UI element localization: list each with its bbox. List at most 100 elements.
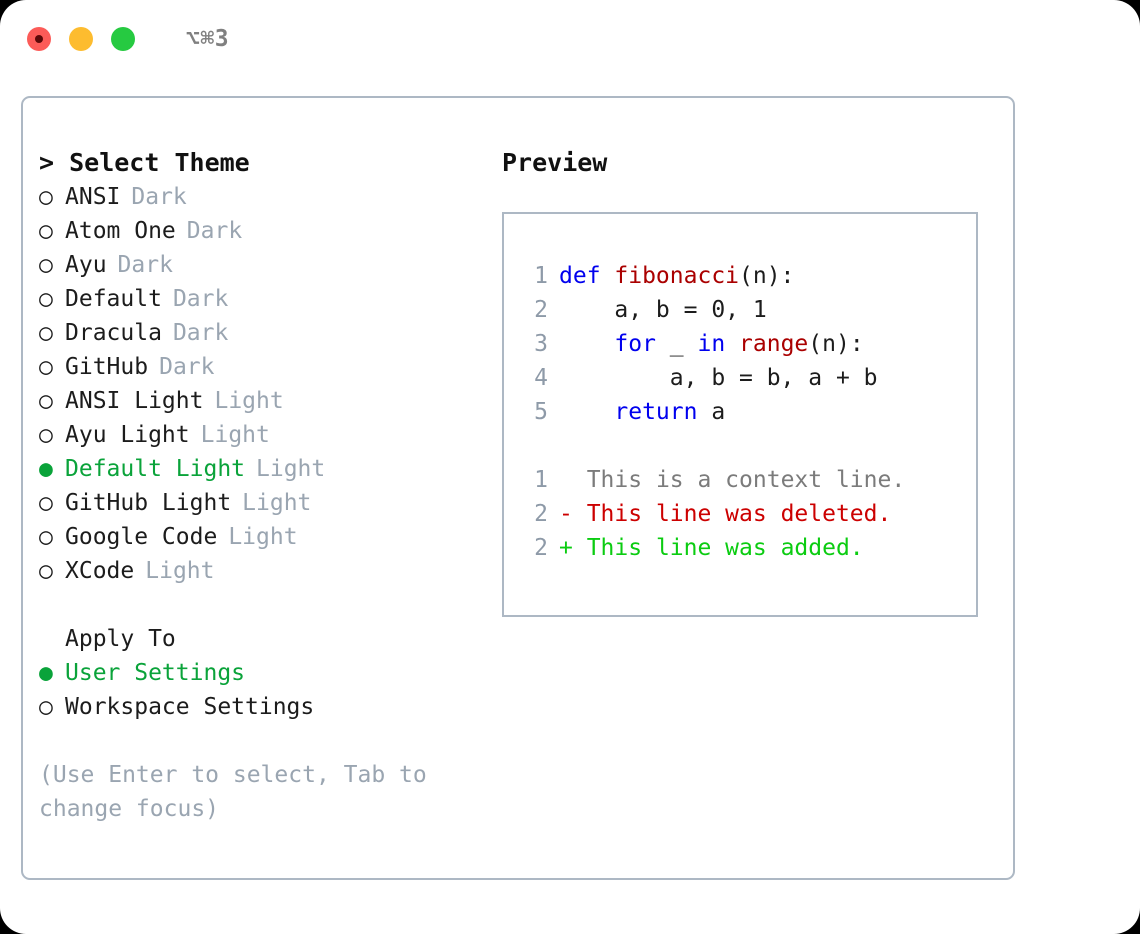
theme-name: ANSI <box>65 184 121 210</box>
diff-marker <box>559 467 573 493</box>
code-token-plain <box>559 399 614 425</box>
code-line: 4 a, b = b, a + b <box>522 361 905 395</box>
apply-to-item-label: User Settings <box>65 660 246 686</box>
diff-line: 2- This line was deleted. <box>522 497 905 531</box>
radio-unselected-icon: ○ <box>39 694 53 720</box>
diff-marker: - <box>559 501 573 527</box>
theme-name: GitHub <box>65 354 149 380</box>
code-token-plain: (n): <box>808 331 864 357</box>
radio-unselected-icon: ○ <box>39 388 53 414</box>
theme-list-item[interactable]: ○ Default Dark <box>39 282 489 316</box>
code-line: 3 for _ in range(n): <box>522 327 905 361</box>
diff-marker: + <box>559 535 573 561</box>
diff-text: This line was added. <box>572 535 864 561</box>
apply-to-list: ● User Settings ○Workspace Settings <box>39 656 489 724</box>
code-blank-line <box>522 429 905 463</box>
code-line: 5 return a <box>522 395 905 429</box>
radio-unselected-icon: ○ <box>39 218 53 244</box>
theme-category-badge: Dark <box>117 252 173 278</box>
radio-selected-icon: ● <box>39 660 53 686</box>
line-number: 2 <box>534 297 548 323</box>
theme-category-badge: Light <box>228 524 298 550</box>
theme-name: Atom One <box>65 218 176 244</box>
radio-unselected-icon: ○ <box>39 252 53 278</box>
code-token-plain: (n): <box>739 263 795 289</box>
code-token-plain: _ <box>655 331 698 357</box>
keyboard-shortcut-label: ⌥⌘3 <box>186 25 230 52</box>
radio-unselected-icon: ○ <box>39 184 53 210</box>
code-line: 2 a, b = 0, 1 <box>522 293 905 327</box>
theme-category-badge: Dark <box>131 184 187 210</box>
line-number: 3 <box>534 331 548 357</box>
apply-to-heading: Apply To <box>39 622 489 656</box>
apply-to-item[interactable]: ● User Settings <box>39 656 489 690</box>
apply-to-label: Apply To <box>65 626 176 652</box>
diff-text: This line was deleted. <box>572 501 892 527</box>
theme-name: Ayu <box>65 252 107 278</box>
line-number: 2 <box>534 501 548 527</box>
code-token-kw: in <box>697 331 726 357</box>
line-number: 4 <box>534 365 548 391</box>
code-token-kw: return <box>614 399 698 425</box>
radio-unselected-icon: ○ <box>39 354 53 380</box>
theme-name: XCode <box>65 558 135 584</box>
theme-name: Default <box>65 286 162 312</box>
diff-line: 2 + This line was added. <box>522 531 905 565</box>
preview-heading: Preview <box>502 148 608 177</box>
maximize-button[interactable] <box>111 27 135 51</box>
select-theme-heading: > Select Theme <box>39 148 250 177</box>
theme-name: Google Code <box>65 524 218 550</box>
theme-list-item[interactable]: ○ Atom One Dark <box>39 214 489 248</box>
code-token-fn: range <box>739 331 809 357</box>
theme-list-item[interactable]: ○ Dracula Dark <box>39 316 489 350</box>
theme-list-item[interactable]: ○ XCode Light <box>39 554 489 588</box>
radio-unselected-icon: ○ <box>39 490 53 516</box>
theme-category-badge: Light <box>242 490 312 516</box>
list-spacer <box>39 588 489 622</box>
theme-name: Ayu Light <box>65 422 190 448</box>
radio-unselected-icon: ○ <box>39 286 53 312</box>
code-token-plain: a, b = 0, 1 <box>559 297 767 323</box>
theme-category-badge: Light <box>214 388 284 414</box>
theme-name: Default Light <box>65 456 246 482</box>
theme-category-badge: Dark <box>172 286 229 312</box>
minimize-button[interactable] <box>69 27 93 51</box>
theme-list-item[interactable]: ● Default Light Light <box>39 452 489 486</box>
theme-category-badge: Dark <box>186 218 243 244</box>
close-button[interactable] <box>27 27 51 51</box>
code-token-fn: fibonacci <box>614 263 740 289</box>
theme-category-badge: Light <box>256 456 326 482</box>
window-controls <box>27 27 135 51</box>
line-number: 1 <box>534 263 548 289</box>
code-token-plain <box>559 331 614 357</box>
theme-category-badge: Light <box>145 558 215 584</box>
line-number: 1 <box>534 467 548 493</box>
title-bar: ⌥⌘3 <box>0 0 1140 78</box>
code-token-kw: for <box>614 331 656 357</box>
theme-list-item[interactable]: ○ Google Code Light <box>39 520 489 554</box>
theme-category-badge: Light <box>200 422 270 448</box>
theme-list-item[interactable]: ○ ANSI Dark <box>39 180 489 214</box>
theme-category-badge: Dark <box>172 320 229 346</box>
theme-name: Dracula <box>65 320 162 346</box>
apply-to-item[interactable]: ○Workspace Settings <box>39 690 489 724</box>
radio-unselected-icon: ○ <box>39 524 53 550</box>
line-number: 2 <box>534 535 548 561</box>
radio-selected-icon: ● <box>39 456 53 482</box>
radio-unselected-icon: ○ <box>39 558 53 584</box>
radio-unselected-icon: ○ <box>39 320 53 346</box>
diff-line: 1 This is a context line. <box>522 463 905 497</box>
diff-text: This is a context line. <box>572 467 906 493</box>
theme-list-item[interactable]: ○ Ayu Dark <box>39 248 489 282</box>
